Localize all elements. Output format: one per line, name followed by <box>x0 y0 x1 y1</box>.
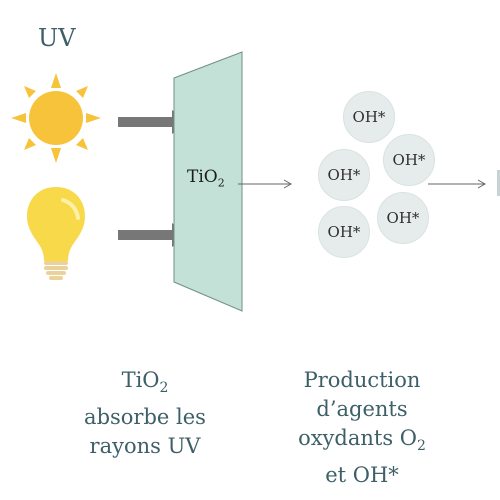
caption-left-line1-sub: 2 <box>159 380 169 397</box>
sun-icon <box>11 73 101 163</box>
caption-left-line3: rayons UV <box>89 434 201 459</box>
thin-arrow-icon <box>428 179 487 189</box>
oh-radical-bubble: OH* <box>318 149 370 201</box>
oh-radical-bubble: OH* <box>377 192 429 244</box>
caption-oxidant-production: Production d’agents oxydants O2 et OH* <box>272 366 452 490</box>
caption-right-line2: d’agents <box>316 397 408 421</box>
plate-label-main: TiO <box>187 167 218 187</box>
oh-radical-bubble: OH* <box>343 91 395 143</box>
plate-label-sub: 2 <box>217 176 225 190</box>
oh-radical-bubble: OH* <box>383 134 435 186</box>
caption-right-line3: oxydants O <box>298 426 418 450</box>
oh-radical-bubble: OH* <box>318 206 370 258</box>
tio2-plate <box>173 51 243 312</box>
thin-arrow-icon <box>238 179 293 189</box>
next-stage-marker <box>497 170 500 196</box>
plate-label: TiO2 <box>187 167 225 193</box>
uv-label: UV <box>38 24 76 52</box>
light-bulb-icon <box>27 187 85 280</box>
caption-tio2-absorbs: TiO2 absorbe les rayons UV <box>55 366 235 461</box>
caption-left-line1: TiO <box>121 368 160 392</box>
caption-left-line2: absorbe les <box>84 405 206 430</box>
caption-right-line1: Production <box>303 368 421 392</box>
caption-right-line4: et OH* <box>325 463 399 488</box>
caption-right-line3-sub: 2 <box>417 438 426 455</box>
